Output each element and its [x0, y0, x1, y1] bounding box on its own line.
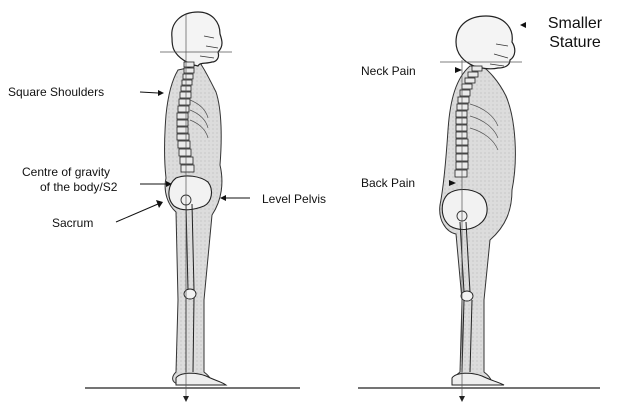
upright-pelvis — [168, 175, 213, 211]
slouched-skull — [455, 15, 516, 70]
upright-plumb-arrow-icon — [183, 396, 189, 402]
label-centre-of-gravity-line2: of the body/S2 — [40, 180, 118, 194]
label-neck-pain: Neck Pain — [361, 64, 416, 78]
slouched-figure — [439, 15, 522, 402]
label-back-pain: Back Pain — [361, 176, 416, 190]
label-sacrum: Sacrum — [52, 216, 94, 230]
label-smaller-stature-line2: Stature — [549, 34, 601, 51]
upright-figure — [160, 11, 232, 402]
upright-label-arrows — [115, 90, 250, 223]
label-smaller-stature-line1: Smaller — [547, 15, 603, 32]
label-level-pelvis: Level Pelvis — [262, 192, 327, 206]
label-centre-of-gravity-line1: Centre of gravity — [22, 165, 111, 179]
upright-foot — [175, 372, 228, 386]
slouched-label-arrows — [449, 22, 526, 186]
upright-skull — [171, 11, 223, 67]
neck-pain-arrow-icon — [455, 67, 462, 73]
slouched-pelvis — [441, 188, 488, 231]
upright-spine — [176, 61, 195, 173]
label-square-shoulders: Square Shoulders — [8, 85, 105, 99]
slouched-plumb-arrow-icon — [459, 396, 465, 402]
slouched-foot — [451, 372, 505, 386]
back-pain-arrow-icon — [449, 180, 456, 186]
smaller-stature-arrow-icon — [520, 22, 526, 28]
